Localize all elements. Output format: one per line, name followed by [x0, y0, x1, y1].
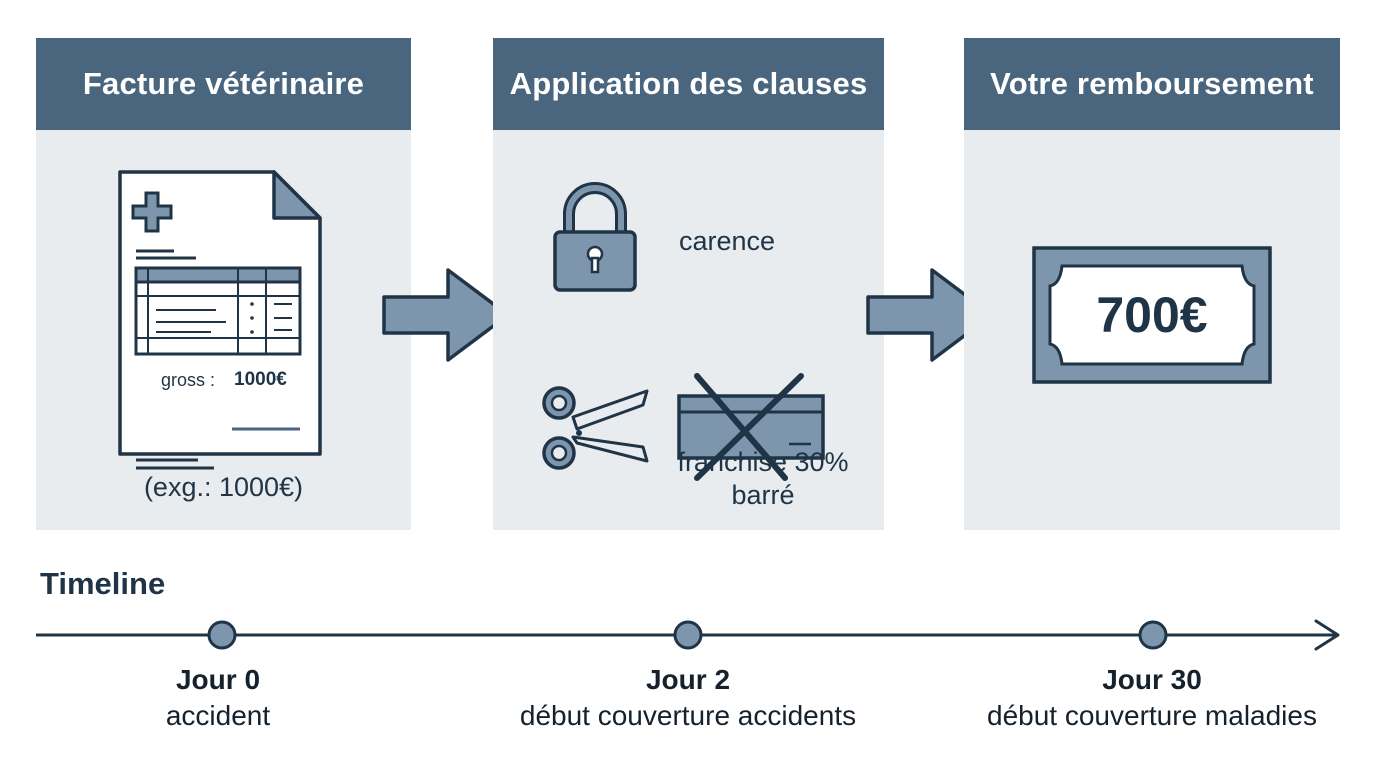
- timeline-label-2: début couverture accidents: [519, 700, 857, 731]
- carence-label: carence: [679, 226, 776, 256]
- timeline-label-30: début couverture maladies: [987, 700, 1317, 731]
- invoice-caption: (exg.: 1000€): [143, 472, 304, 502]
- timeline-axis: [36, 619, 1340, 651]
- arrow-right-icon: [382, 268, 510, 362]
- scissors-icon: [542, 386, 649, 470]
- banknote-icon: [1032, 246, 1272, 384]
- franchise-label-line2: barré: [731, 480, 795, 510]
- timeline-marker-day2: [673, 620, 703, 650]
- invoice-document-icon: [118, 170, 322, 470]
- refund-panel: Votre remboursement 700€: [964, 38, 1340, 530]
- invoice-panel-title: Facture vétérinaire: [36, 38, 411, 130]
- timeline-day-2: Jour 2: [645, 664, 731, 695]
- franchise-label: franchise 30% barré: [653, 446, 873, 512]
- clauses-panel: Application des clauses carence franchis…: [493, 38, 884, 530]
- arrow-right-icon: [866, 268, 994, 362]
- timeline-label-0: accident: [165, 700, 271, 731]
- clauses-panel-title: Application des clauses: [493, 38, 884, 130]
- franchise-label-line1: franchise 30%: [677, 447, 849, 477]
- padlock-icon: [553, 182, 637, 292]
- timeline-day-30: Jour 30: [1102, 664, 1202, 695]
- refund-panel-title: Votre remboursement: [964, 38, 1340, 130]
- crossed-card-icon: [677, 373, 825, 481]
- timeline-marker-day0: [207, 620, 237, 650]
- timeline-day-0: Jour 0: [175, 664, 261, 695]
- invoice-panel: Facture vétérinaire gross : 1000€ (exg.:…: [36, 38, 411, 530]
- refund-amount: 700€: [1096, 287, 1208, 343]
- timeline-title: Timeline: [40, 566, 166, 601]
- timeline-marker-day30: [1138, 620, 1168, 650]
- gross-label: gross :: [161, 370, 216, 390]
- gross-value: 1000€: [234, 369, 287, 390]
